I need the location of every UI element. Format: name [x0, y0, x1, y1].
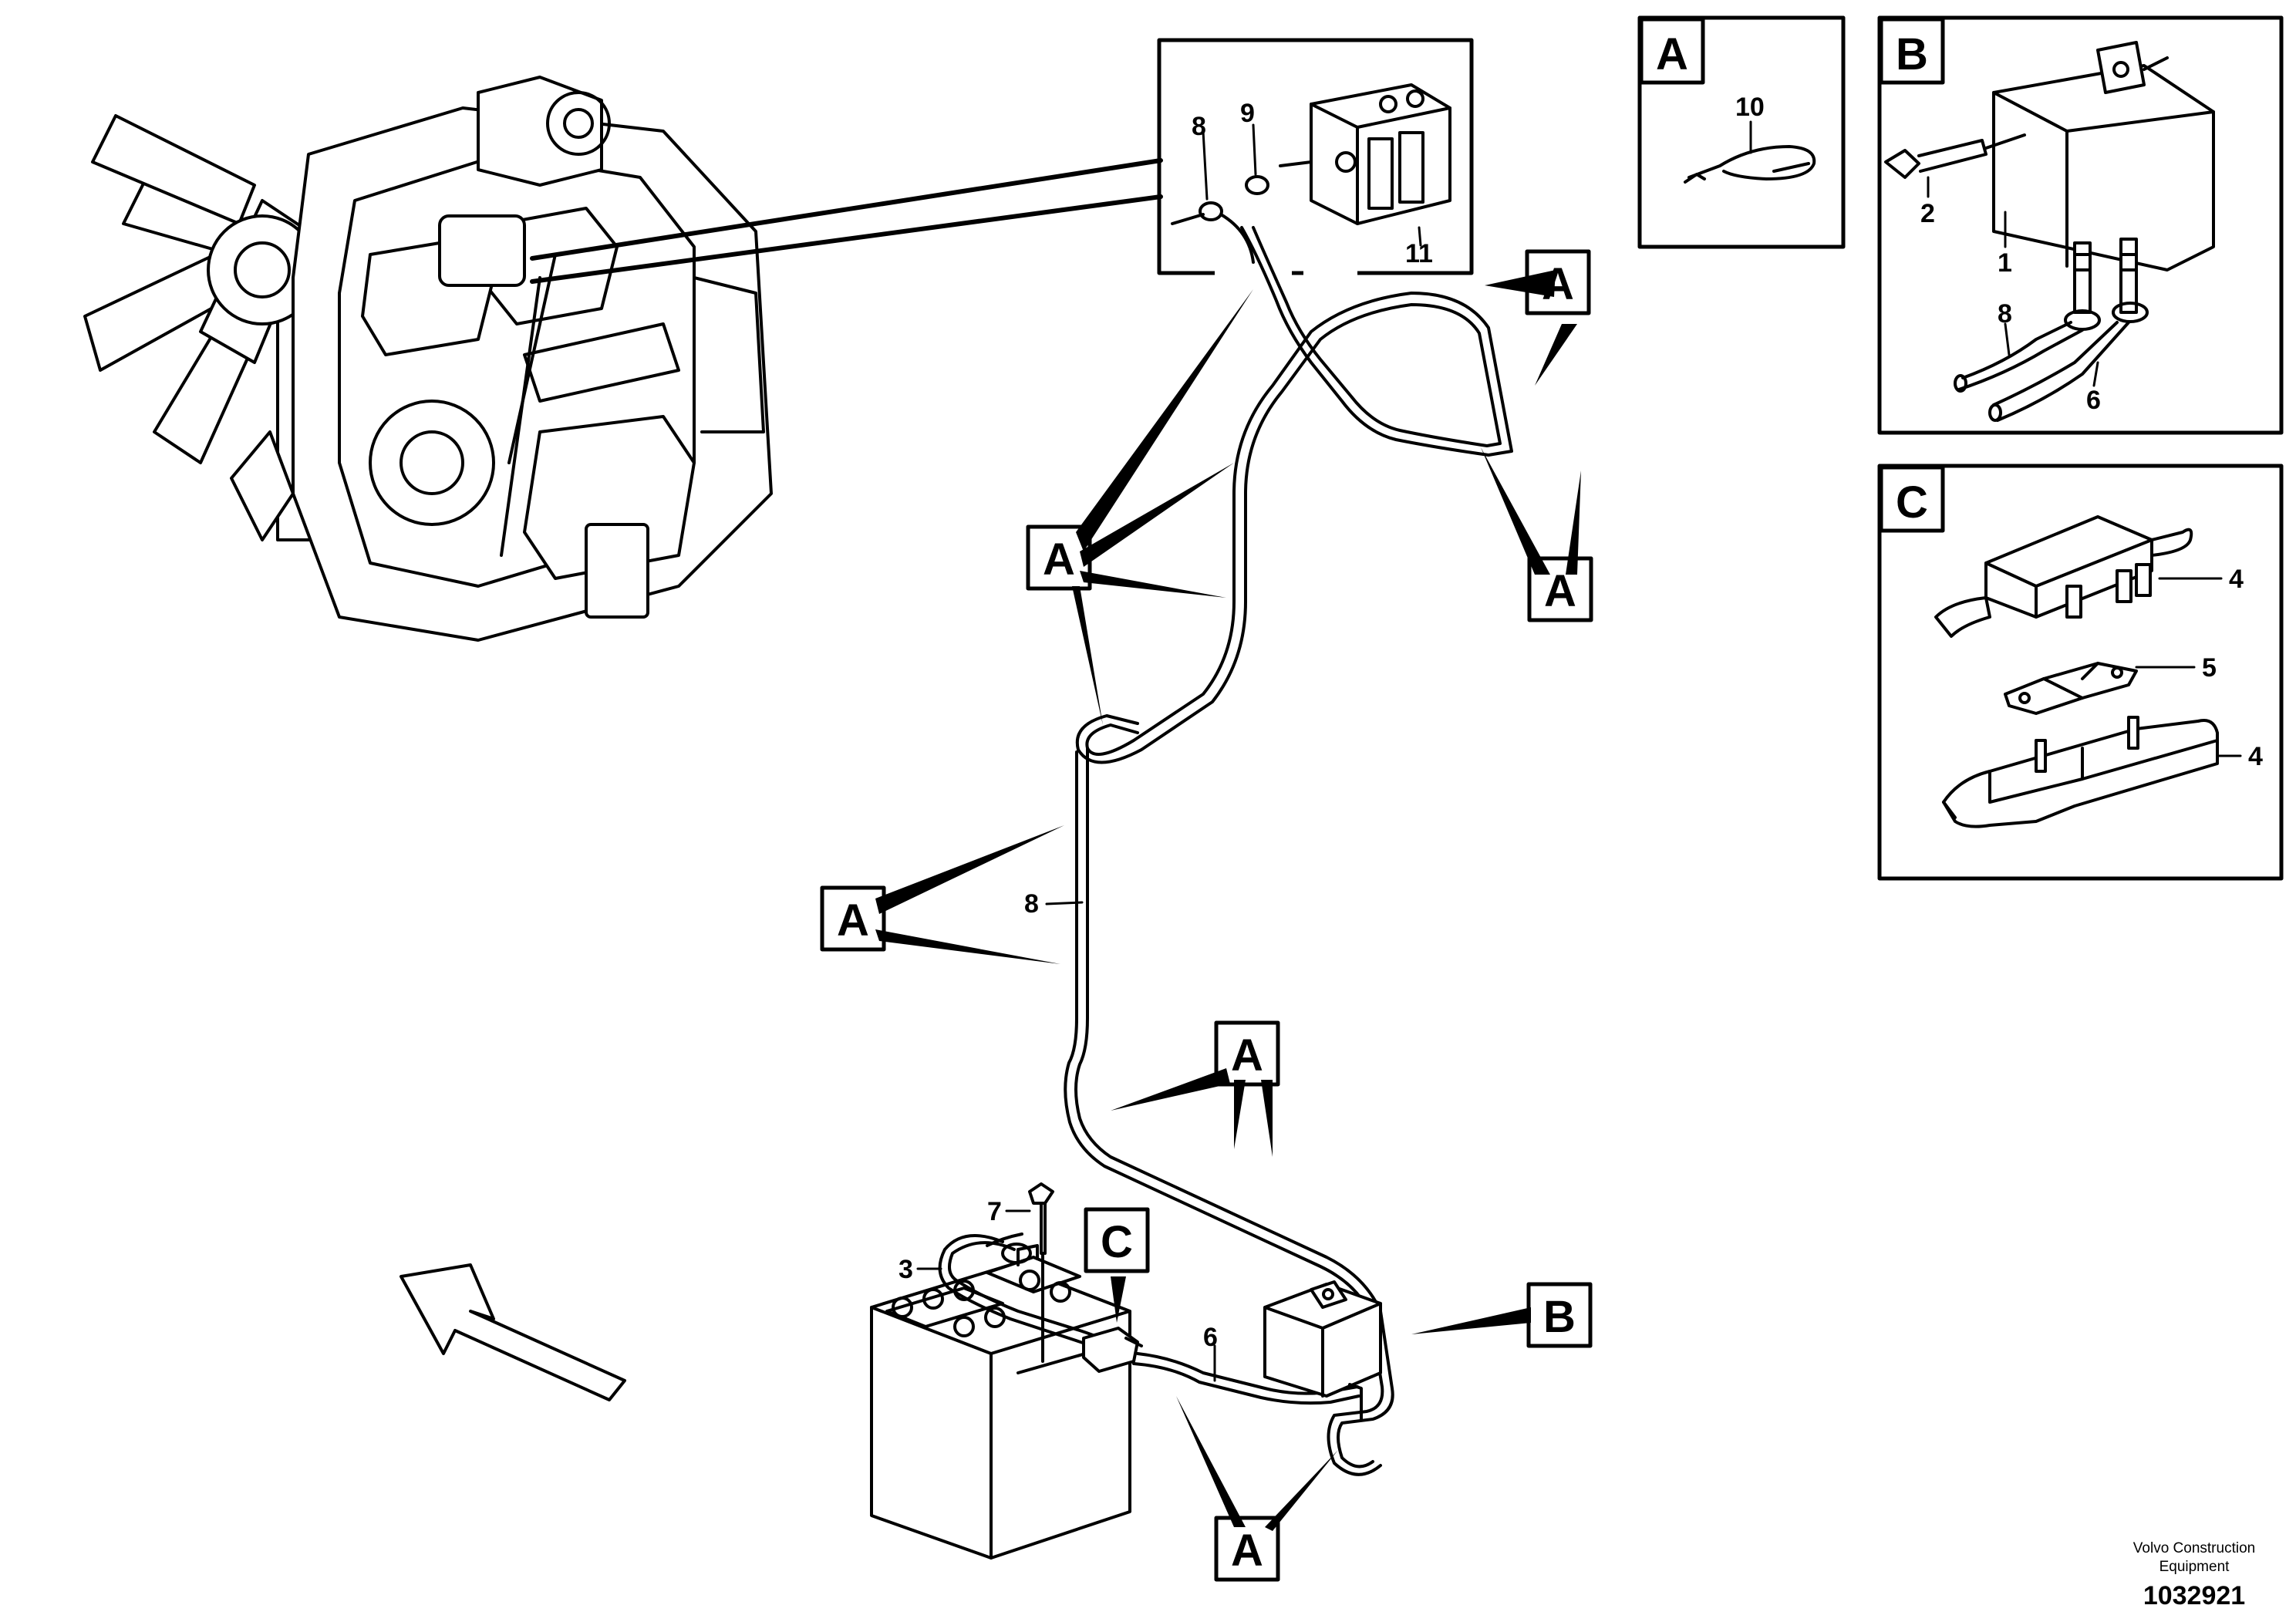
callout-8: 8	[1192, 112, 1206, 141]
mounting-bolt	[1884, 133, 2026, 179]
tag-box-a-6: A	[1214, 1516, 1280, 1582]
detail-c-box: C 4 5 4	[1877, 464, 2284, 881]
battery	[870, 1244, 1131, 1560]
callout-9: 9	[1240, 99, 1255, 128]
callout-8: 8	[1998, 299, 2012, 329]
fuse-cover-bottom	[1942, 716, 2219, 828]
svg-text:A: A	[1544, 566, 1576, 616]
cable-tie-icon	[1684, 145, 1816, 184]
engine-illustration	[83, 76, 773, 642]
tag-box-a-4: A	[820, 885, 886, 952]
svg-text:C: C	[1101, 1217, 1133, 1267]
callout-6: 6	[1203, 1323, 1218, 1352]
callout-3: 3	[899, 1255, 913, 1284]
callout-1: 1	[1998, 248, 2012, 278]
engine-detail-leader	[530, 158, 1163, 284]
callout-2: 2	[1920, 199, 1935, 228]
svg-text:B: B	[1543, 1292, 1576, 1342]
direction-arrow	[400, 1263, 626, 1401]
callout-4: 4	[2229, 565, 2244, 594]
callout-4: 4	[2248, 742, 2263, 771]
drawing-number: 1032921	[2143, 1581, 2245, 1610]
callout-11: 11	[1405, 239, 1433, 268]
tag-leaders	[875, 270, 1581, 1531]
svg-text:A: A	[1043, 534, 1075, 585]
connector-detail-box: 8 9 11	[1157, 38, 1474, 278]
tag-box-a-2: A	[1527, 556, 1593, 622]
relay-cables	[1954, 302, 2149, 422]
callout-10: 10	[1735, 93, 1765, 122]
callout-5: 5	[2202, 653, 2217, 683]
tag-box-b: B	[1526, 1282, 1593, 1348]
footer: Volvo Construction Equipment 1032921	[2133, 1540, 2255, 1610]
cable-lug	[1171, 201, 1255, 264]
svg-text:A: A	[1231, 1526, 1263, 1576]
harness-cable-8	[1064, 226, 1513, 1476]
fuse-cover-top	[1934, 515, 2193, 638]
washer	[1245, 175, 1269, 195]
callout-7: 7	[987, 1197, 1002, 1226]
svg-text:A: A	[1542, 259, 1574, 309]
fuse-element	[2004, 662, 2138, 715]
callout-6: 6	[2086, 386, 2101, 415]
tag-box-a-5: A	[1214, 1020, 1280, 1087]
terminal-block	[1279, 83, 1451, 225]
tag-box-a-3: A	[1026, 524, 1092, 591]
tag-box-c: C	[1084, 1207, 1150, 1273]
relay-unit	[1992, 41, 2215, 314]
engine-block	[230, 76, 773, 642]
callout-8: 8	[1024, 889, 1039, 919]
detail-b-label: B	[1896, 29, 1928, 79]
fuse-holder-assembly	[1082, 1327, 1360, 1405]
svg-text:A: A	[1231, 1030, 1263, 1081]
mounting-bolt-7	[1028, 1182, 1054, 1363]
brand-line-2: Equipment	[2159, 1559, 2230, 1575]
detail-b-box: B	[1877, 15, 2284, 435]
svg-text:A: A	[837, 895, 869, 946]
detail-a-label: A	[1656, 29, 1688, 79]
detail-a-box: A 10	[1637, 15, 1846, 249]
tag-box-a-1: A	[1525, 249, 1591, 315]
engine-fan	[83, 114, 325, 541]
detail-c-label: C	[1896, 477, 1928, 528]
brand-line-1: Volvo Construction	[2133, 1540, 2255, 1556]
relay-unit-main	[1263, 1280, 1382, 1421]
